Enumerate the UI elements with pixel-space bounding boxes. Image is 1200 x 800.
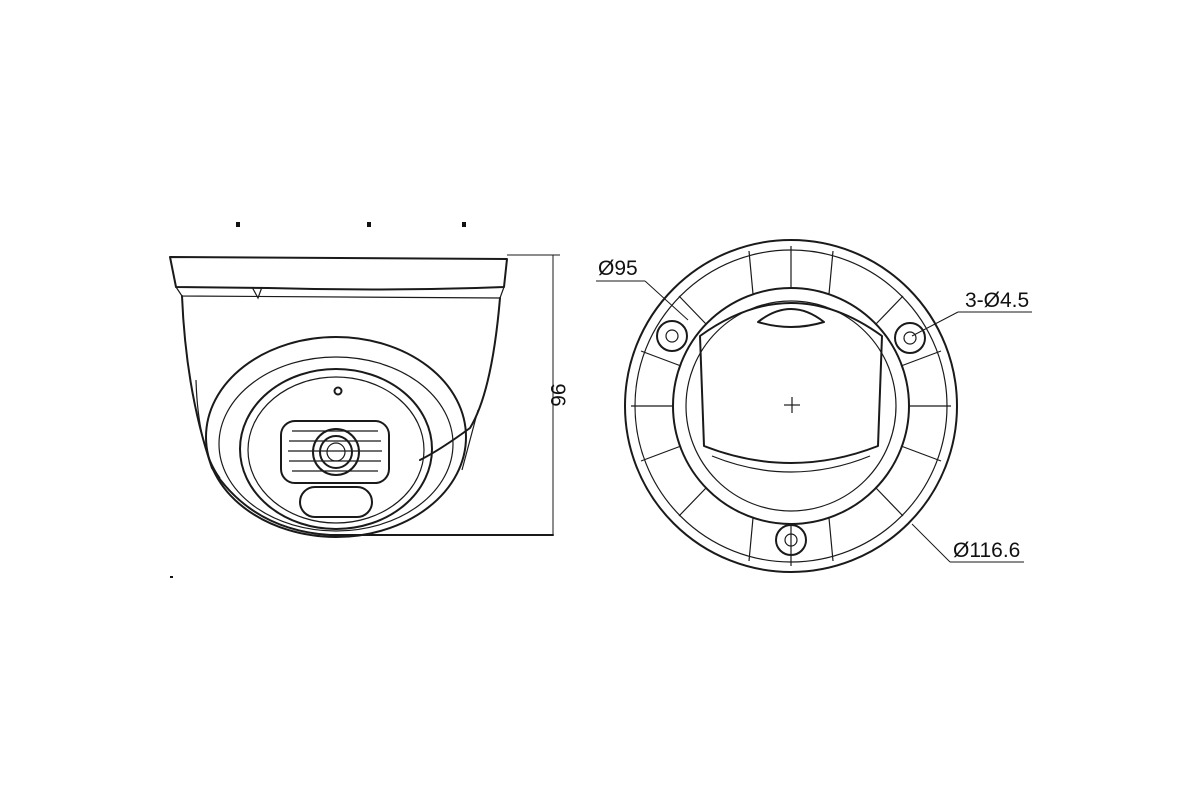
height-dimension: 96 [507, 254, 569, 535]
top-boss [757, 308, 825, 328]
eyeball-outer-ring [205, 336, 467, 538]
lens-inner [319, 435, 353, 469]
mount-hole-left [656, 320, 688, 352]
lens-window-ribs [288, 430, 382, 472]
rib-inner-circle-2 [685, 300, 897, 512]
mount-holes-callout: 3-Ø4.5 [911, 289, 1032, 337]
height-label: 96 [546, 383, 569, 406]
inner-circle [634, 249, 948, 563]
radial-ribs [631, 246, 951, 566]
rib-inner-circle [672, 287, 910, 525]
lens-outer [312, 428, 360, 476]
lens-core [326, 442, 346, 462]
mount-hole-right [894, 322, 926, 354]
mount-holes-label: 3-Ø4.5 [965, 289, 1029, 312]
center-opening [699, 302, 883, 464]
center-lower-band [711, 455, 871, 473]
inner-diameter-label: Ø95 [598, 257, 638, 280]
light-window [299, 486, 373, 518]
camera-bottom-view [624, 239, 958, 573]
outer-circle [624, 239, 958, 573]
eyeball-bezel-inner [247, 376, 425, 524]
eyeball-mid-ring [218, 356, 454, 532]
mount-hole-bottom [775, 524, 807, 556]
mount-base-groove [175, 286, 505, 299]
status-led [333, 386, 343, 396]
housing-inner-right [461, 409, 479, 471]
eyeball-bezel [239, 368, 433, 530]
housing-inner-left [195, 379, 221, 479]
center-cross [784, 397, 800, 413]
outer-diameter-callout: Ø116.6 [911, 523, 1024, 563]
stray-marks [170, 222, 466, 578]
base-notch [251, 286, 263, 300]
housing-right-outline [419, 297, 501, 461]
lens-window [280, 420, 390, 484]
mount-base-outline [169, 256, 508, 291]
inner-diameter-callout: Ø95 [596, 257, 689, 321]
outer-diameter-label: Ø116.6 [953, 539, 1020, 562]
camera-side-view [169, 256, 554, 538]
